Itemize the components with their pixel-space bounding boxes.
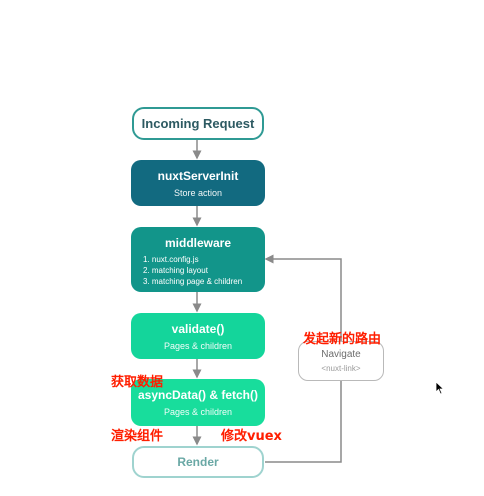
validate-subtitle: Pages & children <box>163 340 233 351</box>
async-data-fetch-subtitle: Pages & children <box>163 407 233 417</box>
annotation-new-route: 发起新的路由 <box>303 332 382 347</box>
async-data-fetch-box: asyncData() & fetch() Pages & children <box>131 379 265 426</box>
loop-render-to-navigate <box>265 381 342 463</box>
middleware-title: middleware <box>164 236 232 250</box>
render-title: Render <box>177 455 219 469</box>
middleware-list-item: 2. matching layout <box>143 266 208 275</box>
nuxt-server-init-title: nuxtServerInit <box>157 168 239 183</box>
mouse-cursor-icon <box>435 381 445 395</box>
middleware-list: 1. nuxt.config.js 2. matching layout 3. … <box>131 254 242 287</box>
render-box: Render <box>132 446 264 478</box>
async-data-fetch-title: asyncData() & fetch() <box>137 388 259 402</box>
navigate-title: Navigate <box>321 349 361 360</box>
middleware-box: middleware 1. nuxt.config.js 2. matching… <box>131 227 265 292</box>
nuxt-server-init-box: nuxtServerInit Store action <box>131 160 265 206</box>
annotation-modify-vuex: 修改vuex <box>221 429 282 444</box>
nuxt-server-init-subtitle: Store action <box>173 187 223 198</box>
middleware-list-item: 1. nuxt.config.js <box>143 255 199 264</box>
validate-box: validate() Pages & children <box>131 313 265 359</box>
navigate-box: Navigate <nuxt-link> <box>298 341 384 381</box>
middleware-list-item: 3. matching page & children <box>143 277 243 286</box>
annotation-fetch-data: 获取数据 <box>111 375 164 390</box>
incoming-request-title: Incoming Request <box>141 116 255 131</box>
validate-title: validate() <box>171 321 225 336</box>
navigate-subtitle: <nuxt-link> <box>321 364 361 373</box>
annotation-render-components: 渲染组件 <box>111 429 164 444</box>
incoming-request-box: Incoming Request <box>132 107 264 140</box>
loop-navigate-to-middleware <box>264 254 342 341</box>
